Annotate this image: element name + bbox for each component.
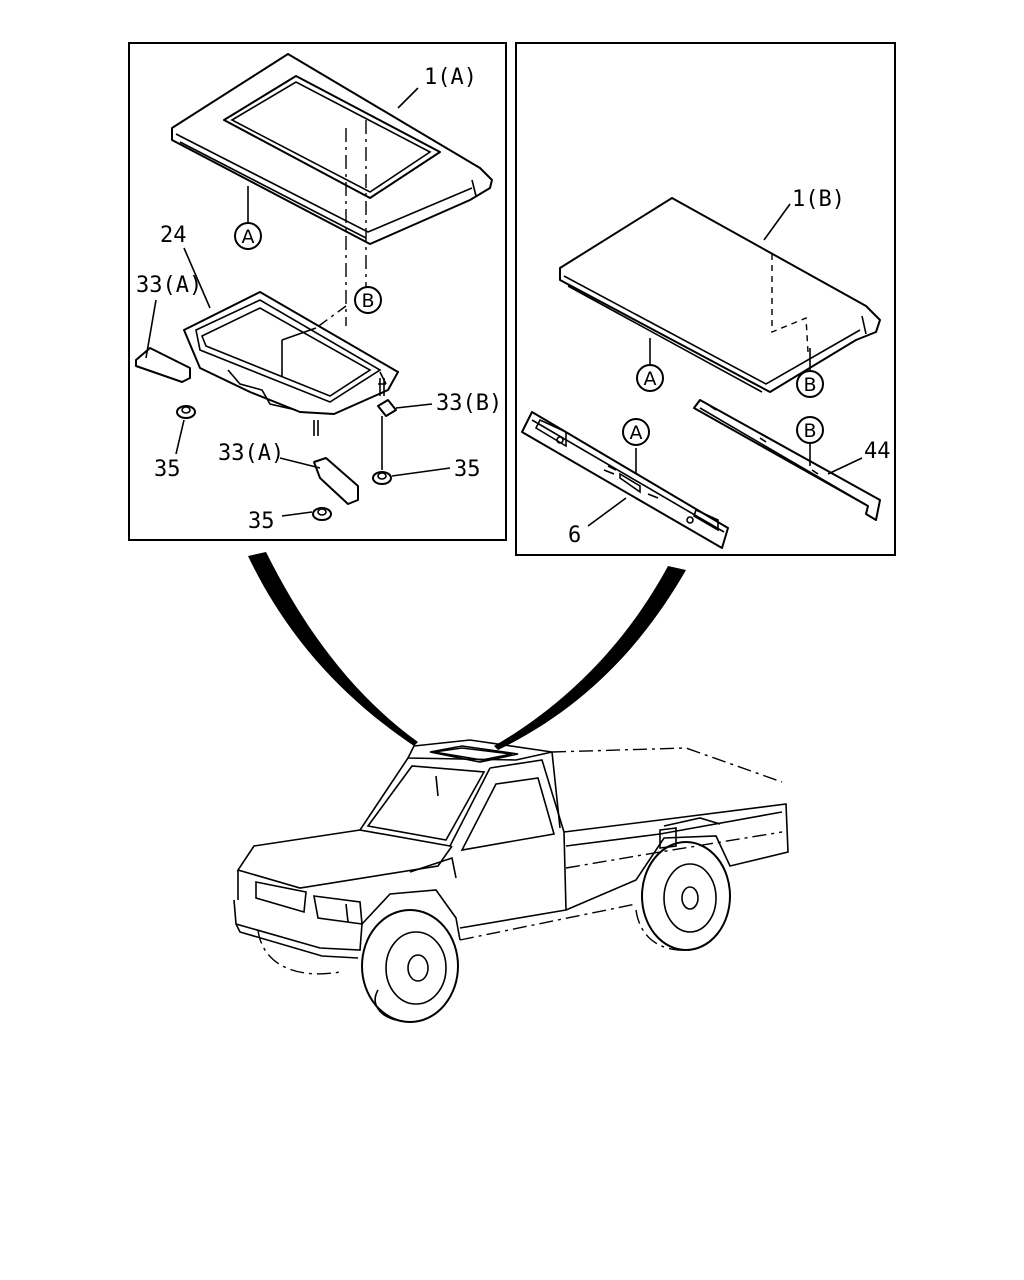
leader-1b xyxy=(763,203,791,241)
nut-35-bottom xyxy=(312,507,332,521)
truck-cab-roof xyxy=(406,739,553,761)
sunroof-frame xyxy=(183,291,399,415)
right-panel-solid-roof-assembly: 1(B) 6 44 A B A B xyxy=(515,42,896,556)
truck-underbody xyxy=(459,903,637,941)
truck-front-fender xyxy=(361,889,461,941)
truck-hidden-rear-wheel xyxy=(635,909,691,951)
svg-text:A: A xyxy=(644,368,657,390)
truck-door-window xyxy=(460,777,556,852)
leader-6 xyxy=(587,497,627,527)
label-35-right: 35 xyxy=(454,457,481,482)
circle-ref-b-roof: B xyxy=(796,370,824,398)
circle-ref-b-rail: B xyxy=(796,416,824,444)
label-44: 44 xyxy=(864,439,891,464)
callout-wedge-right xyxy=(494,566,686,750)
guide-line-frame-center xyxy=(315,305,347,329)
roof-panel-solid xyxy=(559,197,881,393)
roof-rail-rear xyxy=(693,399,881,521)
truck-front-wheel xyxy=(361,909,459,1023)
label-35-left: 35 xyxy=(154,457,181,482)
svg-text:B: B xyxy=(361,290,374,312)
leader-33a-bottom xyxy=(279,457,321,469)
pickup-truck-illustration xyxy=(233,739,789,1023)
svg-text:B: B xyxy=(803,420,816,442)
truck-sunroof-glass xyxy=(429,745,519,763)
label-1b: 1(B) xyxy=(792,187,845,212)
truck-hood xyxy=(236,829,453,889)
circle-ref-a-rail: A xyxy=(622,418,650,446)
label-35-bottom: 35 xyxy=(248,509,275,534)
leader-35-bottom xyxy=(281,511,313,517)
leader-1a xyxy=(397,87,419,109)
label-33a-left: 33(A) xyxy=(136,273,202,298)
truck-windshield xyxy=(358,757,491,847)
label-1a: 1(A) xyxy=(424,65,477,90)
leader-33b xyxy=(395,403,433,409)
label-24: 24 xyxy=(160,223,187,248)
svg-text:A: A xyxy=(630,422,643,444)
label-33b: 33(B) xyxy=(436,391,502,416)
truck-rear-wheel xyxy=(641,841,731,951)
roof-panel-with-sunroof xyxy=(171,53,493,245)
circle-ref-a-roof: A xyxy=(636,364,664,392)
svg-text:B: B xyxy=(803,374,816,396)
left-panel-sunroof-assembly: 1(A) 24 33(A) 33(A) 33(B) 35 35 35 A B xyxy=(128,42,507,541)
truck-headlight xyxy=(313,895,363,925)
leader-44 xyxy=(827,457,863,475)
truck-fuel-door xyxy=(659,827,677,849)
nut-35-left xyxy=(176,405,196,419)
circle-ref-a-left: A xyxy=(234,222,262,250)
callout-wedge-left xyxy=(248,552,418,746)
bolt-33b xyxy=(378,378,386,396)
bracket-33b xyxy=(377,399,397,417)
label-6: 6 xyxy=(568,523,581,548)
nut-35-right xyxy=(372,471,392,485)
truck-hidden-front-wheel xyxy=(257,929,341,975)
svg-text:A: A xyxy=(242,226,255,248)
label-33a-bottom: 33(A) xyxy=(218,441,284,466)
leader-33a-left xyxy=(145,299,157,359)
bracket-33a-bottom xyxy=(313,457,359,505)
truck-grille xyxy=(255,881,307,914)
truck-bumper xyxy=(233,899,363,951)
roof-rail-front xyxy=(521,411,729,549)
bracket-33a-left xyxy=(135,347,191,383)
truck-bed-top xyxy=(551,747,783,783)
bolt-bottom xyxy=(313,420,319,436)
circle-ref-b-left: B xyxy=(354,286,382,314)
leader-24 xyxy=(183,247,211,309)
leader-35-right xyxy=(391,467,451,477)
leader-35-left xyxy=(175,419,185,455)
truck-bed-side xyxy=(563,803,789,911)
